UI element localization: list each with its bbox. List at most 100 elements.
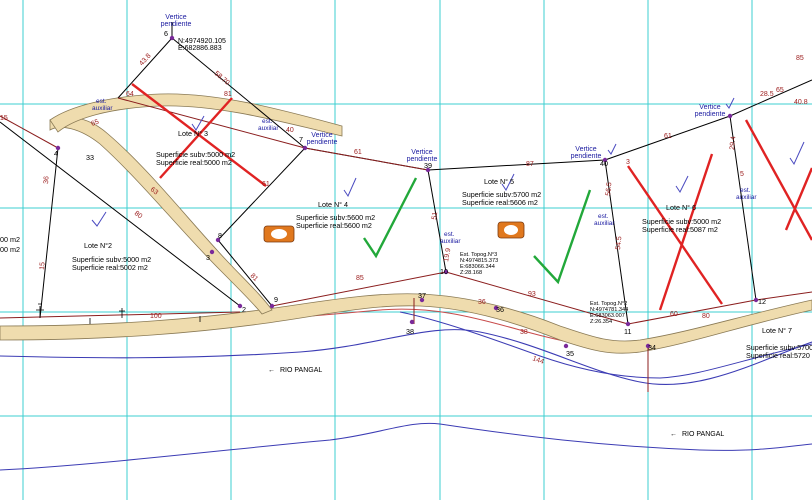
svg-text:35: 35 xyxy=(566,349,574,358)
svg-text:pendiente: pendiente xyxy=(307,139,338,146)
river-label-1: RIO PANGAL xyxy=(280,367,322,374)
svg-text:Superficie real:5720: Superficie real:5720 xyxy=(746,351,810,360)
vertex-number-labels: 6 7 8 9 10 11 12 2 3 4 37 38 39 40 36 35… xyxy=(54,29,766,358)
svg-text:15: 15 xyxy=(39,262,47,270)
dimension-labels: 43.8 58.70 64 65 81 61 40 63 80 36 15 15… xyxy=(0,52,808,365)
svg-text:87: 87 xyxy=(526,161,534,168)
svg-text:Vertice: Vertice xyxy=(699,104,721,111)
svg-text:8: 8 xyxy=(218,231,222,240)
lot-7-name: Lote N° 7 xyxy=(762,326,792,335)
svg-text:40: 40 xyxy=(286,127,294,134)
svg-text:85: 85 xyxy=(356,275,364,282)
svg-text:auxiliar: auxiliar xyxy=(594,220,615,227)
svg-text:pendiente: pendiente xyxy=(571,153,602,160)
svg-text:N:4974815.373: N:4974815.373 xyxy=(460,258,498,264)
river-labels: ← RIO PANGAL ← RIO PANGAL xyxy=(268,367,724,438)
svg-text:Z:26.354: Z:26.354 xyxy=(590,319,612,325)
svg-text:36: 36 xyxy=(478,299,486,306)
svg-text:61: 61 xyxy=(664,133,672,140)
svg-text:33: 33 xyxy=(86,153,94,162)
svg-text:38: 38 xyxy=(406,327,414,336)
svg-text:←: ← xyxy=(670,431,677,438)
svg-text:Superficie subv:5000 m2: Superficie subv:5000 m2 xyxy=(642,217,721,226)
svg-text:36: 36 xyxy=(43,176,51,184)
svg-text:11: 11 xyxy=(624,327,631,336)
lot-labels: Lote N°2 Superficie subv:5000 m2 Superfi… xyxy=(0,129,812,360)
lot-boundaries xyxy=(0,22,812,325)
svg-text:10: 10 xyxy=(440,267,448,276)
svg-text:est.: est. xyxy=(740,187,751,194)
svg-text:9: 9 xyxy=(274,295,278,304)
svg-text:61: 61 xyxy=(354,149,362,156)
svg-text:81: 81 xyxy=(249,272,260,283)
lot-3-name: Lote N° 3 xyxy=(178,129,208,138)
svg-text:auxiliar: auxiliar xyxy=(258,125,279,132)
svg-text:N:4974920.105: N:4974920.105 xyxy=(178,38,226,45)
svg-text:pendiente: pendiente xyxy=(161,21,192,28)
svg-text:93: 93 xyxy=(528,291,536,298)
svg-text:80: 80 xyxy=(133,210,144,220)
svg-text:00 m2: 00 m2 xyxy=(0,245,20,254)
svg-text:29.4: 29.4 xyxy=(729,136,737,150)
svg-text:Vertice: Vertice xyxy=(165,14,187,21)
svg-text:Vertice: Vertice xyxy=(411,149,433,156)
lot-5-name: Lote N° 5 xyxy=(484,177,514,186)
svg-text:Superficie real:5000 m2: Superficie real:5000 m2 xyxy=(156,158,232,167)
svg-text:Vertice: Vertice xyxy=(311,132,333,139)
svg-text:Superficie real:5002 m2: Superficie real:5002 m2 xyxy=(72,263,148,272)
svg-text:Superficie subv:5700 m2: Superficie subv:5700 m2 xyxy=(462,190,541,199)
svg-text:←: ← xyxy=(268,367,275,374)
svg-text:5: 5 xyxy=(740,171,744,178)
rejected-lot-crosses xyxy=(131,83,812,311)
svg-text:est.: est. xyxy=(96,98,107,105)
lot-6-name: Lote N° 6 xyxy=(666,203,696,212)
svg-text:85: 85 xyxy=(796,55,804,62)
svg-text:144: 144 xyxy=(531,355,544,366)
utility-pole-icons xyxy=(36,303,201,324)
svg-text:Superficie real:5087 m2: Superficie real:5087 m2 xyxy=(642,225,718,234)
svg-text:6: 6 xyxy=(164,29,168,38)
svg-text:81: 81 xyxy=(224,91,232,98)
svg-text:pendiente: pendiente xyxy=(695,111,726,118)
svg-text:40: 40 xyxy=(600,159,608,168)
svg-text:Superficie real:5606 m2: Superficie real:5606 m2 xyxy=(462,198,538,207)
svg-text:Superficie subv:5600 m2: Superficie subv:5600 m2 xyxy=(296,213,375,222)
svg-text:auxiliar: auxiliar xyxy=(440,238,461,245)
svg-text:E:683066.344: E:683066.344 xyxy=(460,264,495,270)
svg-text:Est. Topog.N°3: Est. Topog.N°3 xyxy=(460,252,497,258)
lot-4-name: Lote N° 4 xyxy=(318,200,348,209)
approved-lot-checks xyxy=(363,177,592,285)
svg-text:80: 80 xyxy=(702,313,710,320)
svg-text:7: 7 xyxy=(299,135,303,144)
svg-text:est.: est. xyxy=(262,118,273,125)
road-band xyxy=(0,93,812,354)
auxiliary-station-labels: est. auxiliar est. auxiliar est. auxilia… xyxy=(92,98,757,245)
svg-text:Vertice: Vertice xyxy=(575,146,597,153)
svg-text:37: 37 xyxy=(418,291,426,300)
svg-text:est.: est. xyxy=(444,231,455,238)
svg-text:65: 65 xyxy=(776,87,784,94)
svg-text:3: 3 xyxy=(206,253,210,262)
svg-text:Superficie subv:5700: Superficie subv:5700 xyxy=(746,343,812,352)
svg-text:Z:28.168: Z:28.168 xyxy=(460,270,482,276)
svg-text:36: 36 xyxy=(496,305,504,314)
svg-text:43.8: 43.8 xyxy=(138,52,152,67)
river-label-2: RIO PANGAL xyxy=(682,431,724,438)
pending-vertex-labels: Vertice pendiente Vertice pendiente Vert… xyxy=(161,14,726,163)
svg-text:54.5: 54.5 xyxy=(615,236,623,250)
svg-text:56.5: 56.5 xyxy=(605,182,613,196)
svg-text:3: 3 xyxy=(626,159,630,166)
svg-text:64: 64 xyxy=(126,91,134,98)
svg-text:28.5: 28.5 xyxy=(760,91,774,98)
svg-text:12: 12 xyxy=(758,297,766,306)
svg-text:Superficie subv:5000 m2: Superficie subv:5000 m2 xyxy=(156,150,235,159)
svg-text:00 m2: 00 m2 xyxy=(0,235,20,244)
svg-text:58.70: 58.70 xyxy=(213,70,231,87)
lot-2-name: Lote N°2 xyxy=(84,241,112,250)
vertex-markers xyxy=(55,35,759,349)
svg-text:est.: est. xyxy=(598,213,609,220)
svg-text:39: 39 xyxy=(424,161,432,170)
svg-text:100: 100 xyxy=(150,313,162,320)
